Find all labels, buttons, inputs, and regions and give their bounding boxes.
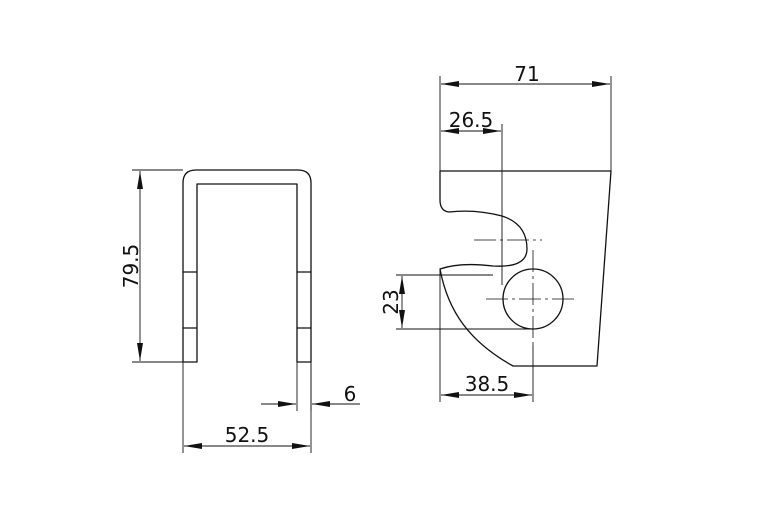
arrowhead [292, 443, 310, 449]
side-view [439, 170, 612, 367]
dimension-label: 6 [344, 382, 357, 406]
arrowhead [514, 392, 532, 398]
arrowhead [441, 128, 459, 134]
dimension-label: 23 [379, 289, 403, 314]
arrowhead [137, 171, 143, 189]
dimension-23: 23 [379, 274, 533, 330]
arrowhead [312, 401, 330, 407]
arrowhead [137, 343, 143, 361]
front-view [182, 169, 312, 363]
arrowhead [592, 81, 610, 87]
arrowhead [399, 310, 405, 328]
arrowhead [441, 392, 459, 398]
dimension-label: 79.5 [119, 244, 143, 289]
dimension-52-5: 52.5 [182, 362, 312, 453]
u-bracket-outline [182, 169, 312, 363]
dimension-26-5: 26.5 [441, 108, 503, 285]
side-profile-outline [439, 170, 612, 367]
dimension-71: 71 [439, 62, 612, 171]
dimension-label: 52.5 [225, 423, 270, 447]
dimension-label: 71 [514, 62, 539, 86]
dimension-label: 38.5 [465, 372, 510, 396]
arrowhead [278, 401, 296, 407]
dimension-6: 6 [261, 362, 360, 411]
arrowhead [184, 443, 202, 449]
dimension-79-5: 79.5 [119, 169, 183, 363]
arrowhead [483, 128, 501, 134]
arrowhead [399, 276, 405, 294]
arrowhead [441, 81, 459, 87]
dimension-label: 26.5 [449, 108, 494, 132]
dimension-38-5: 38.5 [439, 269, 534, 402]
